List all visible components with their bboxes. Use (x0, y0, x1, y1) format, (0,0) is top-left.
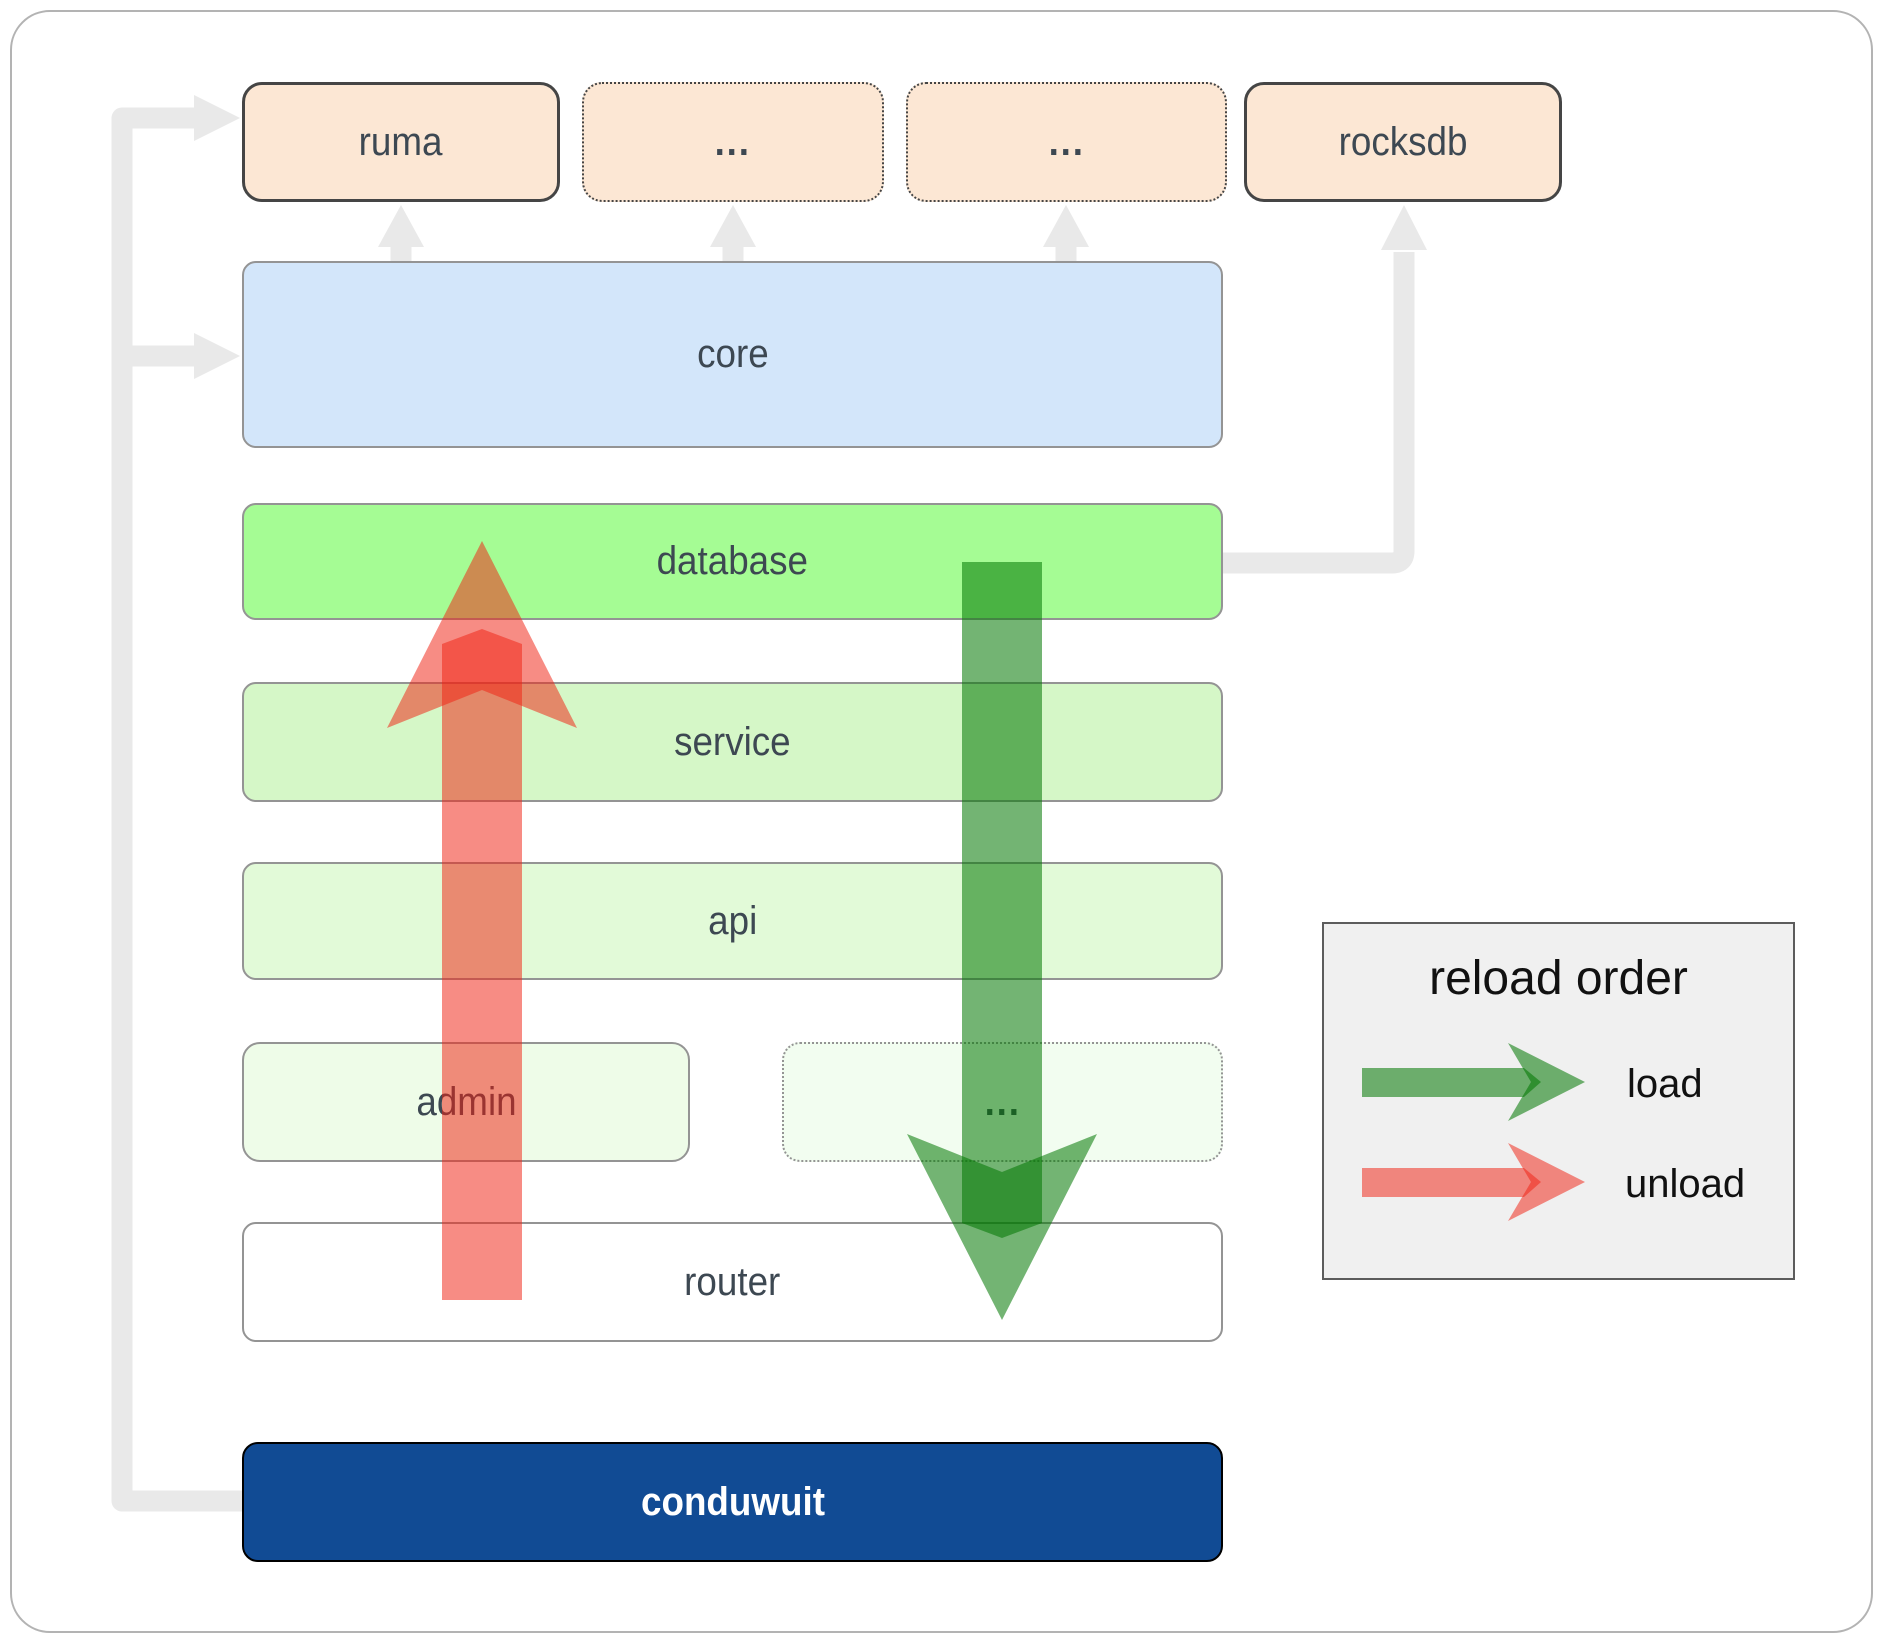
node-core-label: core (696, 332, 769, 376)
node-conduwuit-label: conduwuit (640, 1479, 825, 1524)
node-ellipsis-top-2-label: ... (1048, 119, 1085, 164)
node-ellipsis-admin-row-label: ... (984, 1079, 1021, 1124)
node-database-label: database (656, 539, 809, 583)
node-rocksdb-label: rocksdb (1338, 119, 1468, 164)
node-core: core (242, 261, 1223, 448)
node-ruma-label: ruma (359, 119, 443, 164)
node-rocksdb: rocksdb (1244, 82, 1562, 202)
node-router: router (242, 1222, 1223, 1342)
node-admin-label: admin (415, 1079, 517, 1124)
node-router-label: router (684, 1259, 781, 1304)
node-service-label: service (674, 719, 791, 764)
node-api-label: api (707, 898, 758, 943)
node-admin: admin (242, 1042, 690, 1162)
legend-load-label: load (1627, 1062, 1703, 1106)
node-ruma: ruma (242, 82, 560, 202)
outer-frame (10, 10, 1873, 1633)
legend-reload-order: reload order load unload (1322, 922, 1795, 1280)
node-ellipsis-top-2: ... (906, 82, 1227, 202)
legend-unload-label: unload (1625, 1162, 1746, 1206)
node-conduwuit: conduwuit (242, 1442, 1223, 1562)
node-database: database (242, 503, 1223, 620)
legend-title: reload order (1429, 952, 1688, 1005)
node-ellipsis-top-1: ... (582, 82, 884, 202)
node-ellipsis-top-1-label: ... (714, 119, 752, 164)
node-service: service (242, 682, 1223, 802)
node-api: api (242, 862, 1223, 980)
node-ellipsis-admin-row: ... (782, 1042, 1223, 1162)
